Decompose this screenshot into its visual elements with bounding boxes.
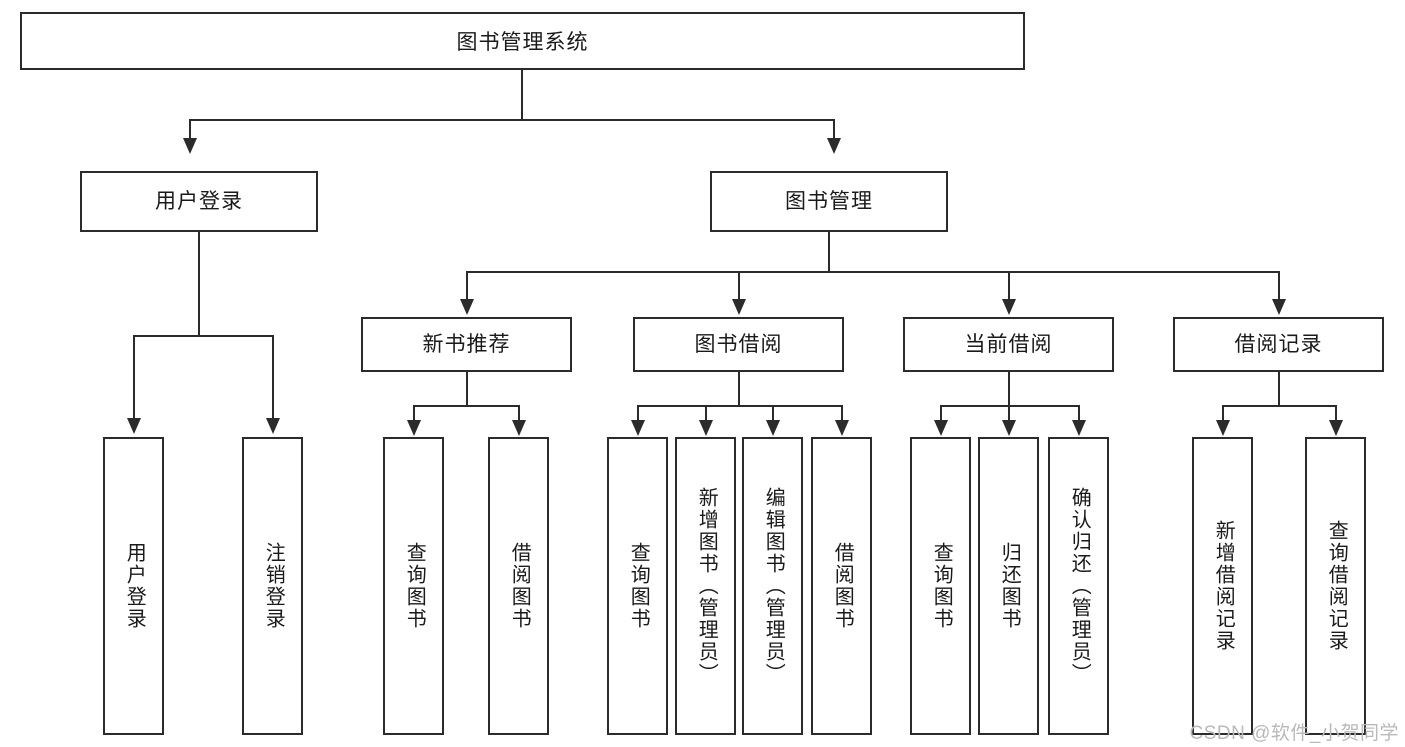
arrow-to-leaf-user-logout [266,418,280,434]
leaf-borrow-book-2[interactable]: 借阅图书 [811,437,872,735]
edge-current-borrow-stem [1008,372,1010,406]
arrow-to-leaf-query-book-3 [934,420,948,436]
leaf-edit-book[interactable]: 编辑图书（管理员） [742,437,803,735]
arrow-to-current-borrow [1002,299,1016,315]
node-book-borrow[interactable]: 图书借阅 [633,317,844,372]
arrow-to-user-login [183,138,197,154]
leaf-query-book-2[interactable]: 查询图书 [607,437,668,735]
arrow-to-leaf-query-record [1329,420,1343,436]
edge-level3-drop-1 [466,271,468,300]
node-new-book-recommend[interactable]: 新书推荐 [361,317,572,372]
node-label: 查询图书 [930,542,953,630]
edge-level3-drop-2 [738,271,740,300]
node-label: 图书管理 [785,189,873,213]
edge-borrow-record-drop-1 [1222,405,1224,421]
node-root-system[interactable]: 图书管理系统 [20,12,1025,70]
edge-current-borrow-drop-3 [1078,405,1080,421]
node-label: 新增借阅记录 [1212,520,1235,652]
edge-new-book-drop-1 [413,405,415,421]
leaf-query-book-1[interactable]: 查询图书 [383,437,444,735]
edge-new-book-split-bar [413,405,520,407]
edge-user-login-split-bar [133,335,274,337]
leaf-user-login[interactable]: 用户登录 [103,437,164,735]
arrow-to-leaf-add-record [1216,420,1230,436]
edge-level3-drop-3 [1008,271,1010,300]
node-label: 图书借阅 [694,332,783,356]
edge-level3-split-bar [466,271,1280,273]
node-label: 图书管理系统 [456,31,589,54]
arrow-to-leaf-query-book-2 [631,420,645,436]
leaf-query-record[interactable]: 查询借阅记录 [1305,437,1366,735]
node-label: 查询借阅记录 [1325,520,1348,652]
edge-book-management-stem [828,232,830,272]
edge-book-borrow-stem [738,372,740,406]
arrow-to-leaf-confirm-return [1072,420,1086,436]
edge-current-borrow-drop-2 [1008,405,1010,421]
node-label: 归还图书 [998,542,1021,630]
node-label: 查询图书 [627,542,650,630]
edge-root-split-bar [189,119,834,121]
node-label: 用户登录 [155,189,243,213]
edge-new-book-stem [466,372,468,406]
node-book-management[interactable]: 图书管理 [710,171,948,232]
node-label: 新书推荐 [422,332,511,356]
node-label: 借阅记录 [1234,332,1323,356]
edge-user-login-drop-1 [133,335,135,419]
edge-book-borrow-drop-4 [841,405,843,421]
edge-current-borrow-drop-1 [940,405,942,421]
edge-new-book-drop-2 [518,405,520,421]
leaf-user-logout[interactable]: 注销登录 [242,437,303,735]
arrow-to-leaf-borrow-book-2 [835,420,849,436]
leaf-confirm-return[interactable]: 确认归还（管理员） [1048,437,1109,735]
node-label: 新增图书（管理员） [695,487,718,685]
edge-level3-drop-4 [1278,271,1280,300]
node-label: 编辑图书（管理员） [762,487,785,685]
arrow-to-leaf-query-book-1 [407,420,421,436]
arrow-to-leaf-user-login [127,418,141,434]
arrow-to-new-book-recommend [460,299,474,315]
edge-user-login-stem [198,232,200,336]
node-label: 当前借阅 [964,332,1053,356]
edge-borrow-record-stem [1278,372,1280,406]
arrow-to-leaf-return-book [1002,420,1016,436]
edge-current-borrow-split-bar [940,405,1080,407]
node-label: 查询图书 [403,542,426,630]
leaf-borrow-book-1[interactable]: 借阅图书 [488,437,549,735]
edge-borrow-record-split-bar [1222,405,1336,407]
edge-book-borrow-drop-2 [705,405,707,421]
watermark-text: CSDN @软件_小贺同学 [1189,723,1399,744]
node-label: 借阅图书 [508,542,531,630]
node-borrow-record[interactable]: 借阅记录 [1173,317,1384,372]
node-current-borrow[interactable]: 当前借阅 [903,317,1114,372]
leaf-return-book[interactable]: 归还图书 [978,437,1039,735]
leaf-add-book[interactable]: 新增图书（管理员） [675,437,736,735]
edge-root-drop-left [189,119,191,140]
leaf-query-book-3[interactable]: 查询图书 [910,437,971,735]
edge-root-stem [521,70,523,120]
edge-book-borrow-drop-1 [637,405,639,421]
node-label: 借阅图书 [831,542,854,630]
node-label: 用户登录 [123,542,146,630]
node-label: 注销登录 [262,542,285,630]
node-user-login[interactable]: 用户登录 [80,171,318,232]
edge-book-borrow-drop-3 [772,405,774,421]
edge-book-borrow-split-bar [637,405,842,407]
node-label: 确认归还（管理员） [1068,487,1091,685]
arrow-to-leaf-edit-book [766,420,780,436]
arrow-to-book-borrow [732,299,746,315]
arrow-to-leaf-borrow-book-1 [512,420,526,436]
leaf-add-record[interactable]: 新增借阅记录 [1192,437,1253,735]
edge-user-login-drop-2 [272,335,274,419]
edge-root-drop-right [833,119,835,140]
arrow-to-borrow-record [1272,299,1286,315]
arrow-to-leaf-add-book [699,420,713,436]
arrow-to-book-management [827,138,841,154]
edge-borrow-record-drop-2 [1335,405,1337,421]
